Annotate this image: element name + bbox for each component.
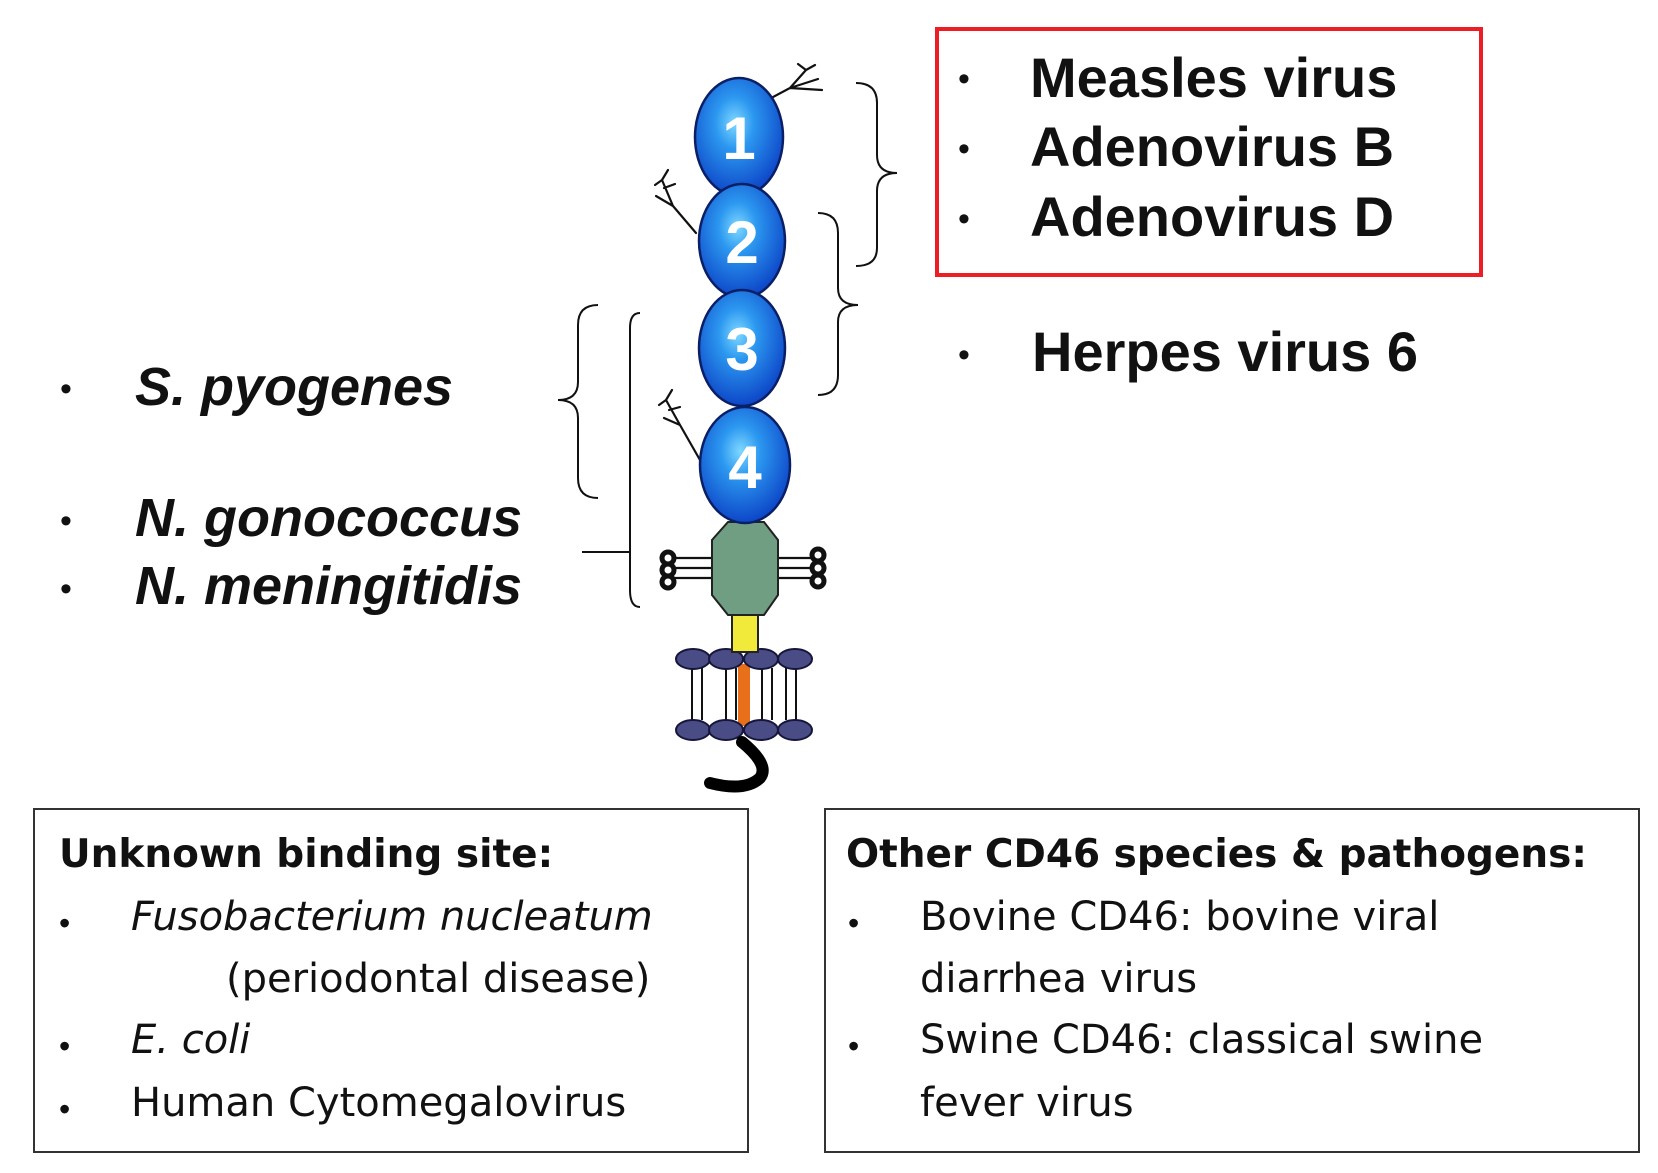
o-glycans — [659, 546, 827, 591]
bullet: • — [60, 502, 72, 540]
item-e-coli: E. coli — [131, 1017, 251, 1063]
glycan-chains — [653, 62, 824, 462]
label-s-pyogenes: S. pyogenes — [135, 357, 454, 417]
bullet: • — [59, 905, 71, 941]
bullet: • — [848, 905, 860, 941]
lipid-bilayer — [675, 648, 813, 741]
bullet: • — [60, 370, 72, 408]
viral-highlight-box — [935, 27, 1483, 277]
item-human-cytomegalovirus: Human Cytomegalovirus — [131, 1080, 627, 1126]
domain-number: 3 — [725, 316, 758, 383]
domain-3: 3 — [697, 288, 787, 408]
bullet: • — [59, 1091, 71, 1127]
label-measles: Measles virus — [1030, 46, 1398, 109]
bracket-domains-3-4 — [557, 304, 599, 499]
cytoplasmic-tail — [704, 736, 769, 793]
bullet: • — [958, 336, 970, 374]
bullet: • — [59, 1028, 71, 1064]
stp-octagon — [711, 521, 779, 616]
bullet: • — [958, 130, 970, 168]
item-swine-line1: Swine CD46: classical swine — [920, 1017, 1484, 1063]
other-species-box: Other CD46 species & pathogens: • Bovine… — [824, 808, 1640, 1153]
item-fusobacterium: Fusobacterium nucleatum — [131, 894, 653, 940]
item-swine-line2: fever virus — [920, 1080, 1134, 1126]
domain-4: 4 — [698, 405, 792, 525]
brackets — [557, 82, 898, 608]
label-adenovirus-b: Adenovirus B — [1030, 115, 1395, 178]
item-bovine-line1: Bovine CD46: bovine viral — [920, 894, 1440, 940]
domain-number: 1 — [722, 105, 755, 172]
domain-number: 2 — [725, 209, 758, 276]
item-bovine-line2: diarrhea virus — [920, 956, 1198, 1002]
bullet: • — [958, 60, 970, 98]
domain-2: 2 — [697, 182, 787, 300]
unknown-binding-site-box: Unknown binding site: • Fusobacterium nu… — [33, 808, 749, 1153]
box-title: Unknown binding site: — [59, 832, 554, 877]
bracket-domains-2-3 — [817, 212, 859, 396]
bracket-domains-1-2 — [855, 82, 898, 267]
item-fusobacterium-note: (periodontal disease) — [226, 956, 651, 1002]
domain-1: 1 — [693, 76, 785, 198]
domain-number: 4 — [728, 434, 762, 501]
box-title: Other CD46 species & pathogens: — [846, 832, 1587, 877]
transmembrane-segment — [731, 614, 759, 653]
stp-region — [659, 521, 827, 616]
label-n-meningitidis: N. meningitidis — [135, 556, 523, 616]
bullet: • — [848, 1028, 860, 1064]
bullet: • — [958, 200, 970, 238]
transmembrane-core — [738, 664, 750, 726]
label-adenovirus-d: Adenovirus D — [1030, 185, 1395, 248]
bullet: • — [60, 570, 72, 608]
label-n-gonococcus: N. gonococcus — [135, 488, 523, 548]
label-herpes-virus-6: Herpes virus 6 — [1032, 320, 1418, 383]
bracket-domains-3-stp — [629, 312, 641, 608]
domain-ellipse — [698, 405, 792, 525]
lipid-heads — [675, 648, 813, 741]
